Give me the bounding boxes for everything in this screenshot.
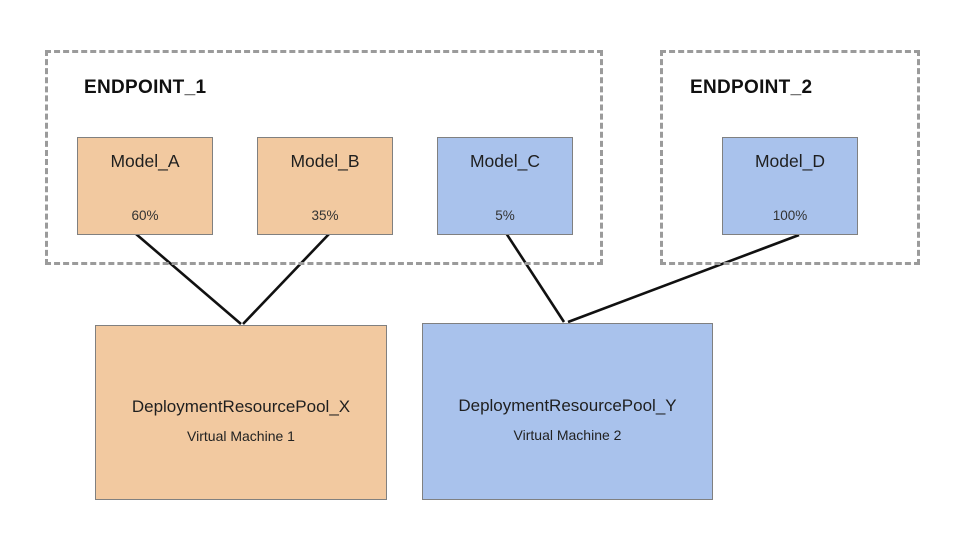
- connector-model-c-to-pool-y: [504, 232, 566, 323]
- connector-model-b-to-pool-x: [242, 233, 330, 325]
- model-d-traffic-split: 100%: [772, 208, 808, 223]
- model-b-traffic-split: 35%: [311, 208, 339, 223]
- model-b-box: Model_B 35%: [257, 137, 393, 235]
- model-d-box: Model_D 100%: [722, 137, 858, 235]
- pool-y-name: DeploymentResourcePool_Y: [458, 396, 677, 415]
- model-b-name: Model_B: [290, 151, 360, 171]
- pool-x-virtual-machine-label: Virtual Machine 1: [187, 428, 295, 444]
- pool-x-name: DeploymentResourcePool_X: [131, 397, 351, 416]
- model-a-box: Model_A 60%: [77, 137, 213, 235]
- model-c-traffic-split: 5%: [495, 208, 515, 223]
- deployment-resource-pool-x-box: DeploymentResourcePool_X Virtual Machine…: [95, 325, 387, 500]
- endpoint-1-box: ENDPOINT_1: [45, 50, 603, 265]
- model-c-name: Model_C: [469, 151, 541, 171]
- model-a-name: Model_A: [110, 151, 180, 171]
- endpoint-2-box: ENDPOINT_2: [660, 50, 920, 265]
- model-d-name: Model_D: [754, 151, 826, 171]
- endpoint-2-label: ENDPOINT_2: [690, 77, 813, 98]
- connector-model-d-to-pool-y: [567, 233, 800, 324]
- pool-y-virtual-machine-label: Virtual Machine 2: [513, 427, 622, 443]
- endpoint-1-label: ENDPOINT_1: [84, 77, 207, 98]
- deployment-resource-pool-y-box: DeploymentResourcePool_Y Virtual Machine…: [422, 323, 713, 500]
- model-a-traffic-split: 60%: [131, 208, 159, 223]
- connector-model-a-to-pool-x: [135, 233, 242, 325]
- model-c-box: Model_C 5%: [437, 137, 573, 235]
